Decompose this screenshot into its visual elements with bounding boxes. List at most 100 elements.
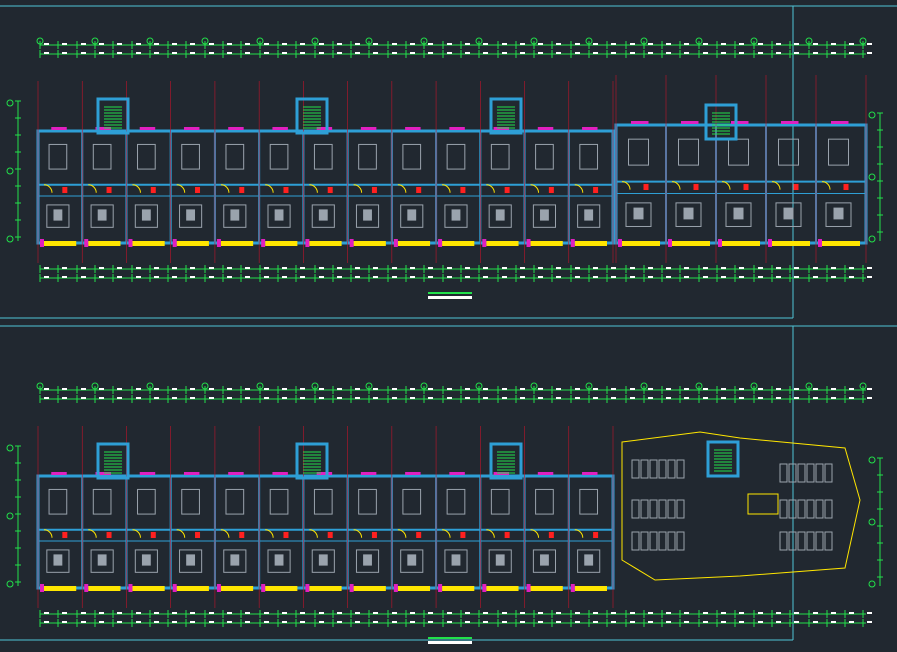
parking-stall bbox=[824, 463, 833, 483]
top-dim-a-text bbox=[392, 388, 397, 390]
east-wing-column-marker bbox=[818, 239, 822, 247]
residential-wing-table bbox=[97, 554, 107, 566]
residential-wing-window bbox=[139, 472, 156, 475]
top-grid-bubble bbox=[750, 382, 758, 390]
residential-wing-sofa bbox=[577, 549, 601, 573]
left-axis-bubble bbox=[6, 99, 14, 107]
bottom-dim-b-text bbox=[227, 276, 232, 278]
residential-wing-sofa bbox=[267, 204, 291, 228]
top-dim-a-text bbox=[630, 43, 635, 45]
bottom-dim-b-text bbox=[227, 621, 232, 623]
top-dim-b-text bbox=[428, 397, 433, 399]
bottom-dim-a-text bbox=[428, 267, 433, 269]
bottom-dim-b-text bbox=[666, 276, 671, 278]
bottom-dim-a-text bbox=[611, 612, 616, 614]
residential-wing-sofa bbox=[311, 204, 335, 228]
bottom-dim-a-text bbox=[721, 267, 726, 269]
residential-wing-sofa bbox=[400, 204, 424, 228]
top-dim-a-text bbox=[410, 388, 415, 390]
residential-wing-column-marker bbox=[393, 584, 398, 592]
residential-wing-hydrant bbox=[150, 187, 156, 193]
bottom-dim-a-text bbox=[410, 612, 415, 614]
residential-wing-column-marker bbox=[526, 239, 531, 247]
bottom-dim-b-text bbox=[172, 621, 177, 623]
residential-wing-column-marker bbox=[216, 239, 221, 247]
top-dim-b-text bbox=[758, 52, 763, 54]
bottom-dim-a-text bbox=[538, 612, 543, 614]
bottom-dim-a-text bbox=[666, 612, 671, 614]
top-dim-b-text bbox=[831, 397, 836, 399]
east-wing-balcony bbox=[672, 241, 710, 246]
top-dim-a-text bbox=[483, 43, 488, 45]
top-dim-a-text bbox=[227, 43, 232, 45]
top-dim-b-text bbox=[465, 52, 470, 54]
residential-wing-hydrant bbox=[327, 532, 333, 538]
top-dim-a-text bbox=[355, 43, 360, 45]
top-grid-bubble bbox=[146, 382, 154, 390]
residential-wing-hydrant bbox=[460, 187, 466, 193]
parking-stall bbox=[649, 499, 658, 519]
residential-wing-column-marker bbox=[393, 239, 398, 247]
bottom-dim-a-text bbox=[373, 612, 378, 614]
residential-wing-door-swing bbox=[309, 184, 318, 193]
top-grid-bubble bbox=[36, 382, 44, 390]
top-dim-b-text bbox=[227, 397, 232, 399]
residential-wing-door-swing bbox=[176, 184, 186, 193]
residential-wing-window bbox=[139, 127, 156, 130]
top-dim-a-text bbox=[337, 43, 342, 45]
residential-wing-balcony bbox=[88, 586, 121, 591]
bottom-dim-a-text bbox=[282, 267, 287, 269]
residential-wing-window bbox=[582, 472, 598, 475]
top-dim-a-text bbox=[81, 388, 86, 390]
residential-wing-sofa bbox=[577, 204, 601, 228]
parking-stall bbox=[667, 499, 676, 519]
top-dim-a-text bbox=[44, 388, 49, 390]
bottom-dim-a-text bbox=[190, 267, 195, 269]
top-grid-bubble bbox=[91, 382, 99, 390]
bottom-dim-b-text bbox=[136, 276, 141, 278]
parking-stall bbox=[797, 463, 806, 483]
parking-stall bbox=[824, 531, 833, 551]
top-dim-a-text bbox=[721, 43, 726, 45]
bottom-dim-b-text bbox=[556, 621, 561, 623]
top-dim-b-text bbox=[373, 397, 378, 399]
top-dim-a-text bbox=[99, 43, 104, 45]
top-dim-b-text bbox=[703, 397, 708, 399]
top-dim-b-text bbox=[117, 397, 122, 399]
parking-stall bbox=[676, 499, 685, 519]
left-axis-bubble bbox=[6, 444, 14, 452]
top-dim-b-text bbox=[849, 52, 854, 54]
top-dim-b-text bbox=[611, 52, 616, 54]
residential-wing-bed bbox=[225, 143, 245, 170]
bottom-dim-b-text bbox=[538, 621, 543, 623]
east-wing-column-marker bbox=[718, 239, 722, 247]
top-dim-a-text bbox=[520, 43, 525, 45]
top-dim-b-text bbox=[794, 397, 799, 399]
parking-stall bbox=[676, 531, 685, 551]
bottom-dim-b-text bbox=[154, 621, 159, 623]
stair-3-shaft bbox=[489, 97, 523, 135]
bottom-dim-a-text bbox=[209, 267, 214, 269]
east-wing-hydrant bbox=[643, 184, 649, 190]
drawing-title-underline bbox=[428, 641, 472, 644]
bottom-dim-a-text bbox=[465, 267, 470, 269]
east-wing-column-marker bbox=[668, 239, 672, 247]
residential-wing-column-marker bbox=[84, 584, 89, 592]
residential-wing-table bbox=[363, 209, 372, 221]
bottom-dim-b-text bbox=[300, 276, 305, 278]
residential-wing-balcony bbox=[265, 241, 298, 246]
bottom-dim-b-text bbox=[44, 276, 49, 278]
residential-wing-table bbox=[230, 554, 240, 566]
bottom-dim-a-text bbox=[721, 612, 726, 614]
bottom-dim-a-text bbox=[154, 267, 159, 269]
bottom-dim-a-text bbox=[776, 267, 781, 269]
top-dim-a-text bbox=[300, 388, 305, 390]
top-dim-b-text bbox=[684, 397, 689, 399]
residential-wing-hydrant bbox=[548, 187, 554, 193]
top-grid-bubble bbox=[585, 382, 593, 390]
parking-stall bbox=[815, 463, 824, 483]
bottom-dim-a-text bbox=[630, 612, 635, 614]
residential-wing-door-swing bbox=[43, 184, 53, 193]
residential-wing-window bbox=[360, 472, 377, 475]
residential-wing-balcony bbox=[220, 586, 254, 591]
